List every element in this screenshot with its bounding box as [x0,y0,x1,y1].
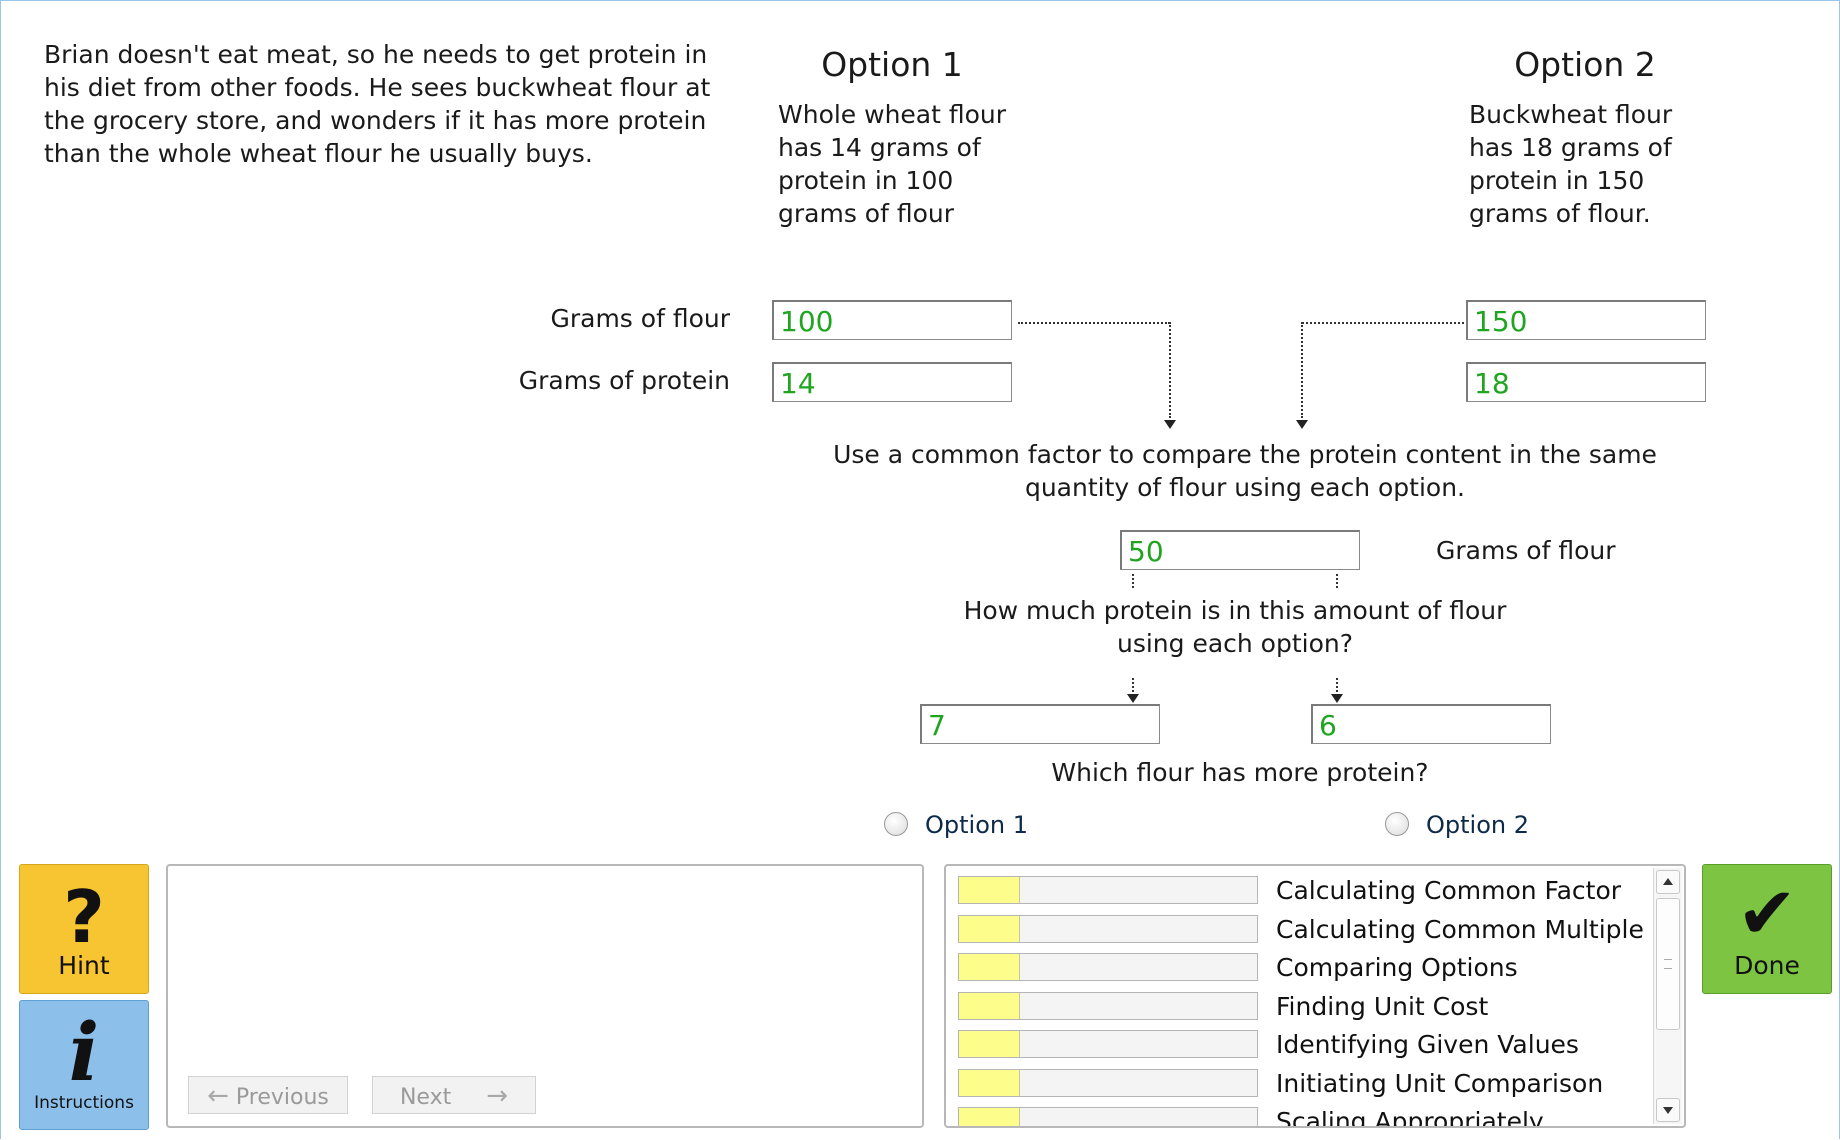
skill-name: Comparing Options [1276,953,1518,982]
option2-description: Buckwheat flour has 18 grams of protein … [1469,98,1729,230]
done-label: Done [1734,951,1800,980]
connector-line [1018,322,1170,324]
previous-button[interactable]: ← Previous [188,1076,348,1114]
connector-line [1336,574,1338,588]
option2-desc-line: protein in 150 [1469,166,1645,195]
option2-common-protein-input[interactable]: 6 [1311,704,1551,744]
problem-statement: Brian doesn't eat meat, so he needs to g… [44,40,711,168]
option1-radio[interactable] [884,812,908,836]
connector-line [1302,322,1464,324]
info-icon: i [68,1005,100,1099]
skill-name: Initiating Unit Comparison [1276,1068,1604,1098]
done-button[interactable]: ✔ Done [1702,864,1832,994]
skill-mastery-bar [958,953,1258,981]
option1-common-protein-input[interactable]: 7 [920,704,1160,744]
option1-desc-line: Whole wheat flour [778,100,1007,129]
scroll-down-button[interactable] [1656,1098,1680,1122]
skill-name: Scaling Appropriately [1276,1107,1544,1128]
option2-protein-input[interactable]: 18 [1466,362,1706,402]
option2-flour-input[interactable]: 150 [1466,300,1706,340]
arrow-left-icon: ← [207,1081,229,1111]
next-label: Next [399,1085,452,1110]
hint-message-panel: ← Previous Next → [166,864,924,1128]
option2-radio[interactable] [1385,812,1409,836]
question-mark-icon: ? [63,875,105,959]
skill-mastery-bar [958,1068,1258,1097]
skill-mastery-bar [958,991,1258,1020]
skill-row: Identifying Given Values [958,1028,1658,1060]
grams-of-protein-label: Grams of protein [518,366,730,395]
skill-name: Identifying Given Values [1276,1030,1579,1059]
skill-row: Scaling Appropriately [958,1105,1658,1128]
arrow-down-icon [1296,420,1308,429]
option1-desc-line: protein in 100 [778,166,954,195]
option1-protein-input[interactable]: 14 [772,362,1012,402]
option1-flour-input[interactable]: 100 [772,300,1012,340]
option2-title: Option 2 [1514,45,1656,84]
previous-label: Previous [235,1085,329,1110]
common-factor-instruction: Use a common factor to compare the prote… [800,438,1690,504]
skill-name: Calculating Common Multiple [1276,914,1644,944]
option1-desc-line: has 14 grams of [778,133,981,162]
skill-mastery-fill [959,877,1020,903]
skill-row: Initiating Unit Comparison [958,1067,1658,1099]
option1-radio-label[interactable]: Option 1 [925,811,1028,839]
scroll-thumb[interactable] [1656,898,1680,1030]
option2-desc-line: Buckwheat flour [1469,100,1673,129]
skill-mastery-fill [959,1108,1020,1126]
checkmark-icon: ✔ [1736,871,1798,955]
arrow-down-icon [1164,420,1176,429]
skill-row: Calculating Common Factor [958,874,1658,906]
instruction-line: Use a common factor to compare the prote… [833,440,1657,469]
connector-line [1336,678,1338,692]
connector-line [1301,322,1303,418]
skill-mastery-fill [959,1031,1020,1057]
how-much-question: How much protein is in this amount of fl… [900,594,1570,660]
grams-of-flour-label: Grams of flour [550,304,730,333]
instruction-line: quantity of flour using each option. [1024,473,1466,502]
hint-label: Hint [58,951,110,980]
grip-icon [1664,959,1672,969]
arrow-right-icon: → [486,1081,509,1111]
skill-mastery-fill [959,954,1020,980]
connector-line [1132,574,1134,588]
skill-mastery-bar [958,876,1258,904]
option2-radio-label[interactable]: Option 2 [1426,811,1529,839]
next-button[interactable]: Next → [372,1076,536,1114]
skill-mastery-bar [958,1030,1258,1058]
option1-description: Whole wheat flour has 14 grams of protei… [778,98,1038,230]
question-line: using each option? [1116,629,1354,658]
skill-name: Finding Unit Cost [1276,991,1489,1021]
connector-line [1132,678,1134,692]
scroll-up-button[interactable] [1656,870,1680,894]
option2-desc-line: has 18 grams of [1469,133,1672,162]
instructions-label: Instructions [34,1093,134,1113]
question-line: How much protein is in this amount of fl… [963,596,1507,625]
common-unit-label: Grams of flour [1436,536,1616,565]
skill-row: Finding Unit Cost [958,990,1658,1022]
triangle-up-icon [1663,878,1673,885]
skill-mastery-fill [959,915,1020,942]
skill-name: Calculating Common Factor [1276,876,1622,905]
arrow-down-icon [1127,694,1139,703]
instructions-button[interactable]: i Instructions [19,1000,149,1130]
option2-desc-line: grams of flour. [1469,199,1651,228]
arrow-down-icon [1331,694,1343,703]
hint-button[interactable]: ? Hint [19,864,149,994]
which-flour-question: Which flour has more protein? [1051,758,1429,787]
skills-scrollbar[interactable] [1653,868,1682,1124]
skill-mastery-bar [958,1107,1258,1126]
skill-mastery-bar [958,914,1258,943]
skill-mastery-fill [959,1069,1020,1096]
common-factor-input[interactable]: 50 [1120,530,1360,570]
option1-title: Option 1 [821,45,963,84]
connector-line [1169,322,1171,418]
triangle-down-icon [1663,1107,1673,1114]
skill-mastery-fill [959,992,1020,1019]
option1-desc-line: grams of flour [778,199,955,228]
skill-row: Calculating Common Multiple [958,913,1658,945]
skill-row: Comparing Options [958,951,1658,983]
